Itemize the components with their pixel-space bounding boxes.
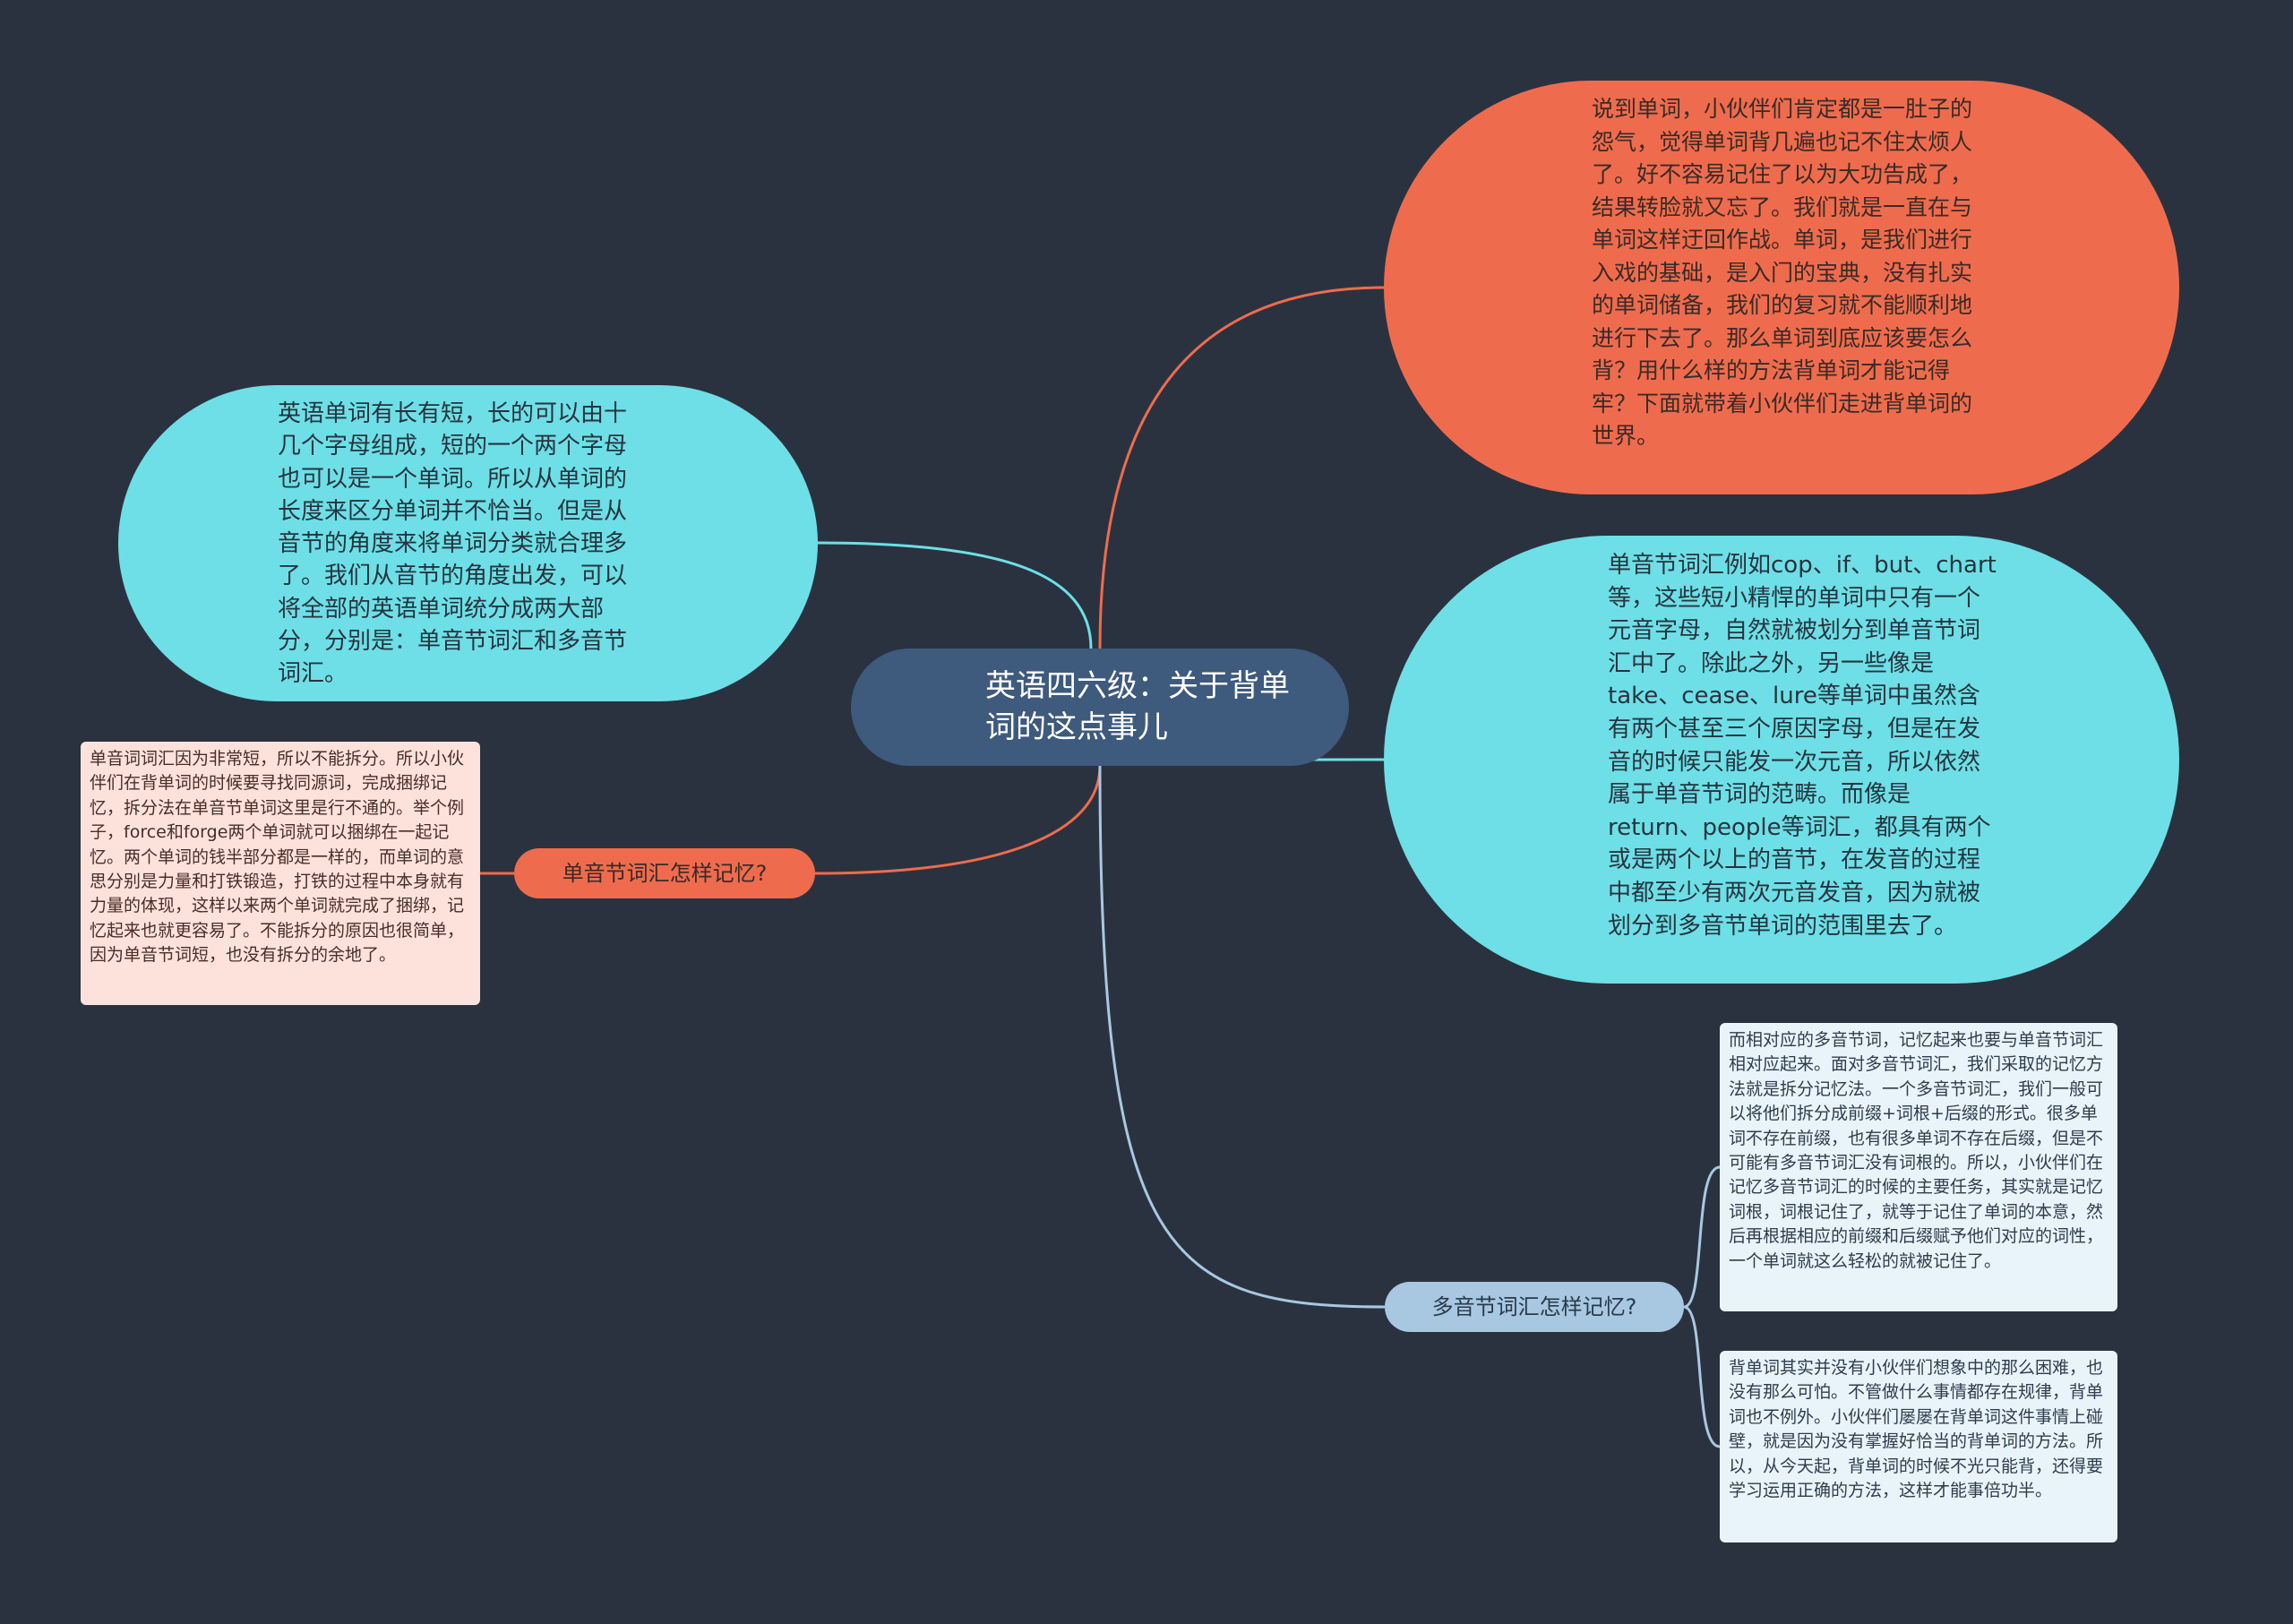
classification-node[interactable]: 英语单词有长有短，长的可以由十几个字母组成，短的一个两个字母也可以是一个单词。所…: [118, 385, 818, 701]
connector-root-mono: [814, 765, 1102, 875]
poly-note-1[interactable]: 而相对应的多音节词，记忆起来也要与单音节词汇相对应起来。面对多音节词汇，我们采取…: [1720, 1023, 2117, 1311]
examples-node[interactable]: 单音节词汇例如cop、if、but、chart等，这些短小精悍的单词中只有一个元…: [1384, 536, 2179, 984]
connector-poly-note-2: [1683, 1305, 1721, 1448]
intro-node[interactable]: 说到单词，小伙伴们肯定都是一肚子的怨气，觉得单词背几遍也记不住太烦人了。好不容易…: [1384, 81, 2179, 494]
mono-branch-label: 单音节词汇怎样记忆?: [562, 861, 768, 886]
connector-poly-note-1: [1683, 1165, 1721, 1309]
root-node[interactable]: 英语四六级：关于背单词的这点事儿: [851, 649, 1349, 766]
mono-note-text: 单音词词汇因为非常短，所以不能拆分。所以小伙伴们在背单词的时候要寻找同源词，完成…: [90, 749, 465, 966]
poly-branch-label: 多音节词汇怎样记忆?: [1431, 1294, 1637, 1319]
poly-note-2-text: 背单词其实并没有小伙伴们想象中的那么困难，也没有那么可怕。不管做什么事情都存在规…: [1729, 1358, 2104, 1501]
root-text: 英语四六级：关于背单词的这点事儿: [985, 668, 1290, 745]
connector-root-intro: [1098, 286, 1385, 649]
connector-root-poly: [1098, 765, 1386, 1309]
poly-branch-node[interactable]: 多音节词汇怎样记忆?: [1385, 1282, 1684, 1332]
classification-text: 英语单词有长有短，长的可以由十几个字母组成，短的一个两个字母也可以是一个单词。所…: [278, 400, 628, 688]
poly-note-2[interactable]: 背单词其实并没有小伙伴们想象中的那么困难，也没有那么可怕。不管做什么事情都存在规…: [1720, 1351, 2117, 1542]
connector-root-classification: [817, 541, 1093, 649]
intro-text: 说到单词，小伙伴们肯定都是一肚子的怨气，觉得单词背几遍也记不住太烦人了。好不容易…: [1592, 96, 1973, 449]
mono-note[interactable]: 单音词词汇因为非常短，所以不能拆分。所以小伙伴们在背单词的时候要寻找同源词，完成…: [81, 742, 480, 1005]
examples-text: 单音节词汇例如cop、if、but、chart等，这些短小精悍的单词中只有一个元…: [1608, 552, 1997, 940]
mono-branch-node[interactable]: 单音节词汇怎样记忆?: [514, 848, 815, 898]
poly-note-1-text: 而相对应的多音节词，记忆起来也要与单音节词汇相对应起来。面对多音节词汇，我们采取…: [1729, 1030, 2104, 1271]
